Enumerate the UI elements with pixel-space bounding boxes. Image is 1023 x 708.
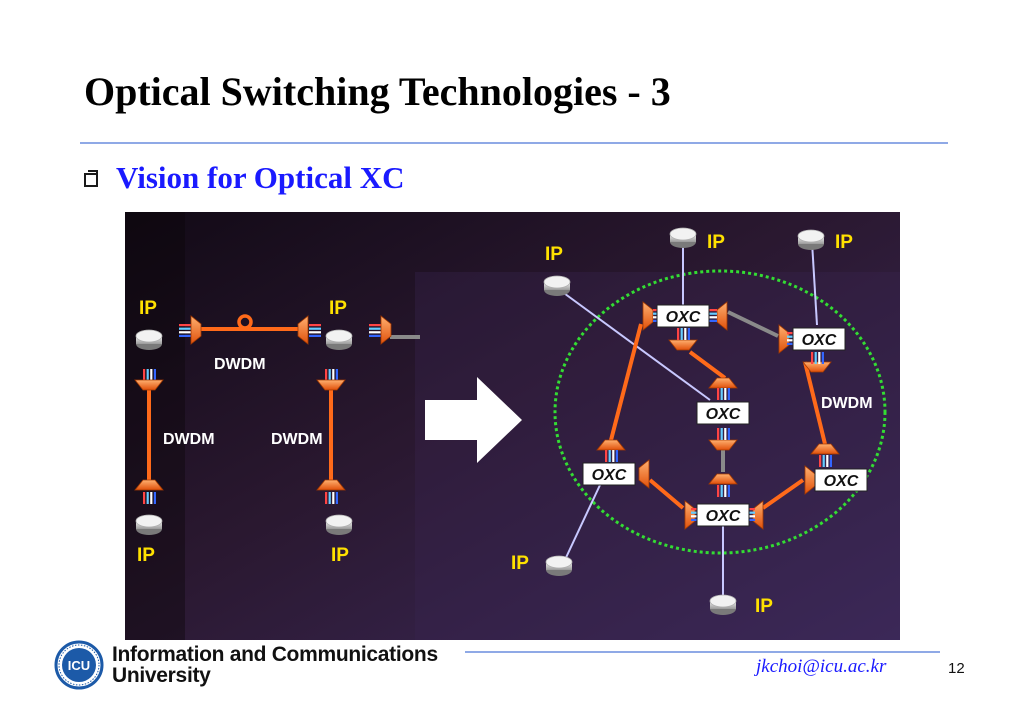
ip-router-icon	[543, 275, 571, 297]
ip-router-icon	[797, 229, 825, 251]
oxc-node: OXC	[778, 324, 846, 373]
bullet-item: Vision for Optical XC	[84, 160, 404, 196]
bullet-text: Vision for Optical XC	[116, 160, 405, 195]
university-name-line1: Information and Communications	[112, 643, 438, 666]
oxc-label: OXC	[706, 508, 741, 525]
logo-text: ICU	[68, 658, 90, 673]
checkbox-bullet-icon	[84, 170, 98, 187]
ip-label: IP	[835, 232, 853, 253]
dwdm-label: DWDM	[163, 431, 215, 448]
title-divider	[80, 142, 948, 144]
oxc-label: OXC	[592, 467, 627, 484]
ip-router-icon	[709, 594, 737, 616]
ip-label: IP	[329, 298, 347, 319]
ip-router-icon	[325, 329, 353, 351]
footer-divider	[465, 651, 940, 653]
oxc-node: OXC	[684, 473, 764, 530]
oxc-label: OXC	[706, 406, 741, 423]
oxc-label: OXC	[802, 332, 837, 349]
oxc-label: OXC	[824, 473, 859, 490]
transition-arrow-icon	[425, 377, 522, 463]
oxc-node: OXC	[804, 443, 868, 495]
left-dwdm-network: IP IP IP IP DWDM DWDM DWDM	[134, 298, 420, 566]
page-number: 12	[948, 660, 965, 677]
network-diagram: IP IP IP IP DWDM DWDM DWDM	[125, 212, 900, 640]
slide-title: Optical Switching Technologies - 3	[84, 69, 671, 114]
ip-router-icon	[669, 227, 697, 249]
oxc-node: OXC	[696, 377, 750, 451]
contact-email: jkchoi@icu.ac.kr	[756, 656, 887, 677]
ip-router-icon	[325, 514, 353, 536]
ip-label: IP	[137, 545, 155, 566]
dwdm-label: DWDM	[821, 395, 873, 412]
ip-label: IP	[511, 553, 529, 574]
university-logo: ICU	[54, 640, 104, 690]
dwdm-label: DWDM	[271, 431, 323, 448]
ip-router-icon	[135, 514, 163, 536]
oxc-node: OXC	[642, 301, 728, 351]
university-name: Information and Communications Universit…	[112, 644, 438, 686]
ip-label: IP	[755, 596, 773, 617]
ip-label: IP	[545, 244, 563, 265]
dwdm-label: DWDM	[214, 356, 266, 373]
ip-label: IP	[707, 232, 725, 253]
university-name-line2: University	[112, 664, 211, 687]
right-oxc-network: IP IP IP IP IP OXC OXC	[511, 227, 887, 617]
ip-router-icon	[135, 329, 163, 351]
oxc-node: OXC	[582, 439, 650, 489]
optical-domain-ring	[553, 269, 887, 555]
ip-label: IP	[139, 298, 157, 319]
oxc-label: OXC	[666, 309, 701, 326]
ip-router-icon	[545, 555, 573, 577]
ip-label: IP	[331, 545, 349, 566]
